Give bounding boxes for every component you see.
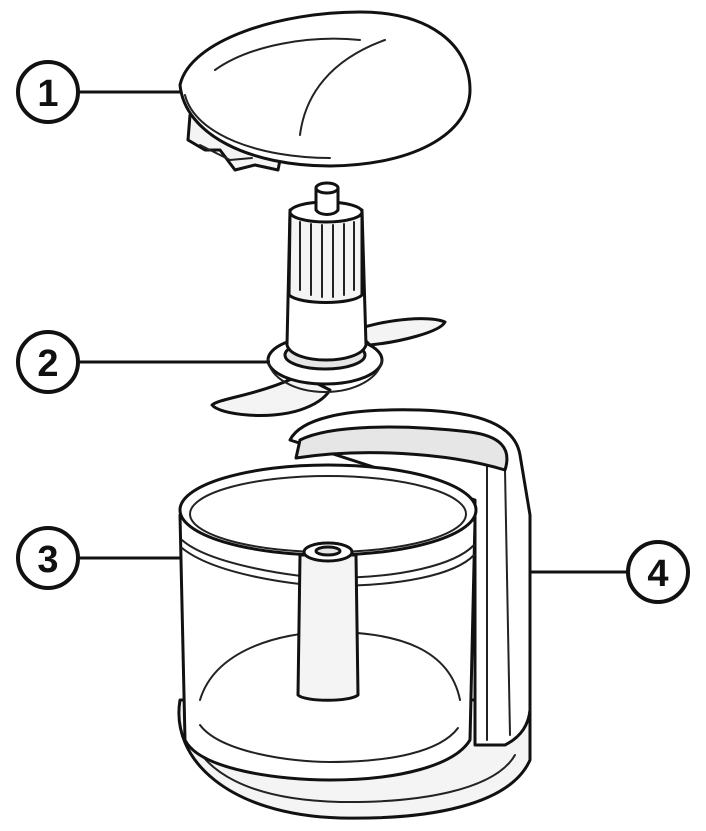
callout-4-circle [626,540,690,604]
callout-3-number: 3 [37,539,58,581]
callout-2-number: 2 [37,343,58,385]
callout-1-number: 1 [37,73,58,115]
callout-3: 3 [16,526,182,590]
callout-4: 4 [530,540,690,604]
callout-2: 2 [16,330,270,394]
callout-4-number: 4 [647,553,668,595]
bowl [178,463,478,782]
callout-1-circle [16,60,80,124]
callout-2-circle [16,330,80,394]
callout-1: 1 [16,60,180,124]
blade-assembly [210,181,447,417]
callout-3-circle [16,526,80,590]
lid [178,10,472,172]
